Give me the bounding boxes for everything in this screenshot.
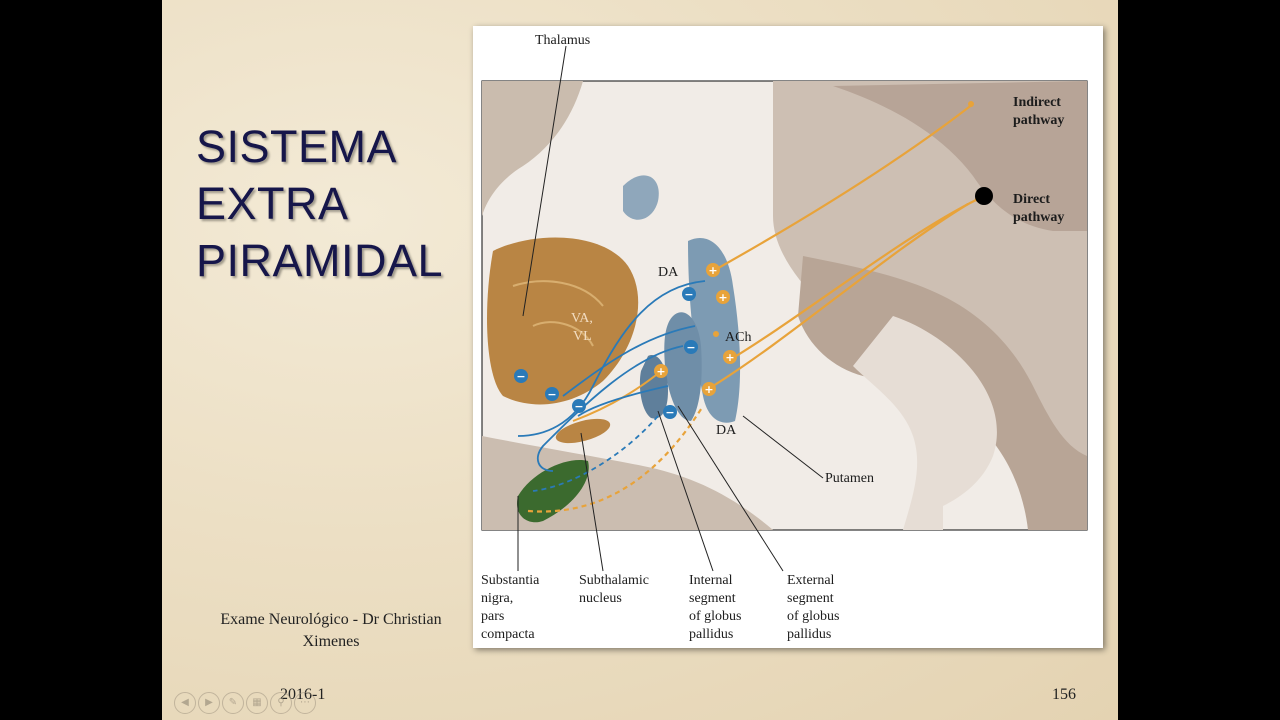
excitatory-synapse-icon: + xyxy=(654,364,668,378)
inhibitory-synapse-icon: − xyxy=(545,387,559,401)
direct-pathway-label-1: Direct xyxy=(1013,192,1050,207)
svg-text:+: + xyxy=(718,291,727,304)
ach-label: ACh xyxy=(725,330,751,345)
direct-pathway-axon xyxy=(727,198,979,362)
external-gp-label-2: segment xyxy=(787,591,834,606)
putamen-leader xyxy=(742,415,824,479)
slide: SISTEMA EXTRA PIRAMIDAL xyxy=(162,0,1118,720)
svg-text:−: − xyxy=(574,400,583,413)
previous-icon[interactable]: ◀ xyxy=(174,692,196,714)
inhibitory-synapse-icon: − xyxy=(514,369,528,383)
internal-gp-label-4: pallidus xyxy=(689,627,733,642)
svg-text:−: − xyxy=(686,341,695,354)
svg-text:+: + xyxy=(656,365,665,378)
external-gp-label-3: of globus xyxy=(787,609,840,624)
external-gp-label-1: External xyxy=(787,573,835,588)
substantia-nigra-label-4: compacta xyxy=(481,627,535,642)
excitatory-synapse-icon: + xyxy=(702,382,716,396)
cortex-fold-left xyxy=(482,81,583,216)
thalamus-label: Thalamus xyxy=(535,33,590,48)
subthalamic-leader xyxy=(580,432,604,572)
title-line-3: PIRAMIDAL xyxy=(196,235,444,286)
caudate-nucleus xyxy=(623,175,659,220)
thalamus-leader xyxy=(522,45,567,317)
subthalamic-label-1: Subthalamic xyxy=(579,573,649,588)
internal-gp-label-3: of globus xyxy=(689,609,742,624)
svg-text:−: − xyxy=(516,370,525,383)
substantia-nigra-label-2: nigra, xyxy=(481,591,513,606)
svg-text:−: − xyxy=(684,288,693,301)
inhibitory-synapse-icon: − xyxy=(684,340,698,354)
mouse-cursor-icon xyxy=(975,187,993,205)
external-globus-pallidus-shape xyxy=(664,312,702,421)
excitatory-synapse-icon: + xyxy=(716,290,730,304)
pen-icon[interactable]: ✎ xyxy=(222,692,244,714)
internal-gp-label-1: Internal xyxy=(689,573,733,588)
svg-text:+: + xyxy=(704,383,713,396)
indirect-pathway-soma xyxy=(968,101,974,107)
slide-footer: Exame Neurológico - Dr Christian Ximenes xyxy=(220,611,442,650)
svg-text:+: + xyxy=(725,351,734,364)
substantia-nigra-label-1: Substantia xyxy=(481,573,540,588)
basal-ganglia-figure: + + + + + − − − − − − xyxy=(473,26,1103,648)
da-label-bottom: DA xyxy=(716,423,737,438)
more-icon[interactable]: ⋯ xyxy=(294,692,316,714)
inhibitory-axon-4 xyxy=(577,385,669,417)
external-gp-label-4: pallidus xyxy=(787,627,831,642)
nigrostriatal-da-axon xyxy=(527,405,704,513)
slides-icon[interactable]: ▦ xyxy=(246,692,268,714)
title-line-2: EXTRA xyxy=(196,178,349,229)
vl-label: VL xyxy=(573,329,592,344)
white-matter-tract xyxy=(853,316,997,530)
thalamus-texture xyxy=(512,280,604,347)
inhibitory-axon-2 xyxy=(562,325,696,397)
substantia-nigra-label-3: pars xyxy=(481,609,504,624)
direct-pathway-axon-2 xyxy=(712,203,969,387)
internal-gp-label-2: segment xyxy=(689,591,736,606)
substantia-nigra-shape xyxy=(517,460,589,523)
indirect-pathway-axon xyxy=(712,103,974,272)
va-label: VA, xyxy=(571,311,593,326)
svg-text:−: − xyxy=(547,388,556,401)
slide-title: SISTEMA EXTRA PIRAMIDAL xyxy=(196,118,443,289)
inhibitory-axon-1 xyxy=(517,280,706,437)
inhibitory-synapse-icon: − xyxy=(572,399,586,413)
svg-text:−: − xyxy=(665,406,674,419)
internal-gp-leader xyxy=(657,410,714,572)
external-gp-leader xyxy=(677,405,784,572)
inhibitory-axon-3 xyxy=(536,345,684,472)
zoom-icon[interactable]: ⚲ xyxy=(270,692,292,714)
cortex-fold-upper xyxy=(833,81,1087,231)
inhibitory-axon-dashed xyxy=(532,415,659,492)
thalamus-shape xyxy=(487,237,639,405)
next-icon[interactable]: ▶ xyxy=(198,692,220,714)
inhibitory-synapse-icon: − xyxy=(663,405,677,419)
ach-interneuron-soma xyxy=(713,331,719,337)
subthalamic-label-2: nucleus xyxy=(579,591,622,606)
excitatory-synapse-icon: + xyxy=(706,263,720,277)
putamen-label: Putamen xyxy=(825,471,874,486)
anatomy-diagram: + + + + + − − − − − − xyxy=(481,33,1088,642)
slide-page-number: 156 xyxy=(1052,686,1076,703)
direct-pathway-label-2: pathway xyxy=(1013,210,1064,225)
excitatory-synapse-icon: + xyxy=(723,350,737,364)
title-line-1: SISTEMA xyxy=(196,121,398,172)
indirect-pathway-label-1: Indirect xyxy=(1013,95,1061,110)
da-label-top: DA xyxy=(658,265,679,280)
subthalamic-nucleus-shape xyxy=(555,418,611,444)
svg-text:+: + xyxy=(708,264,717,277)
indirect-pathway-label-2: pathway xyxy=(1013,113,1064,128)
inhibitory-synapse-icon: − xyxy=(682,287,696,301)
